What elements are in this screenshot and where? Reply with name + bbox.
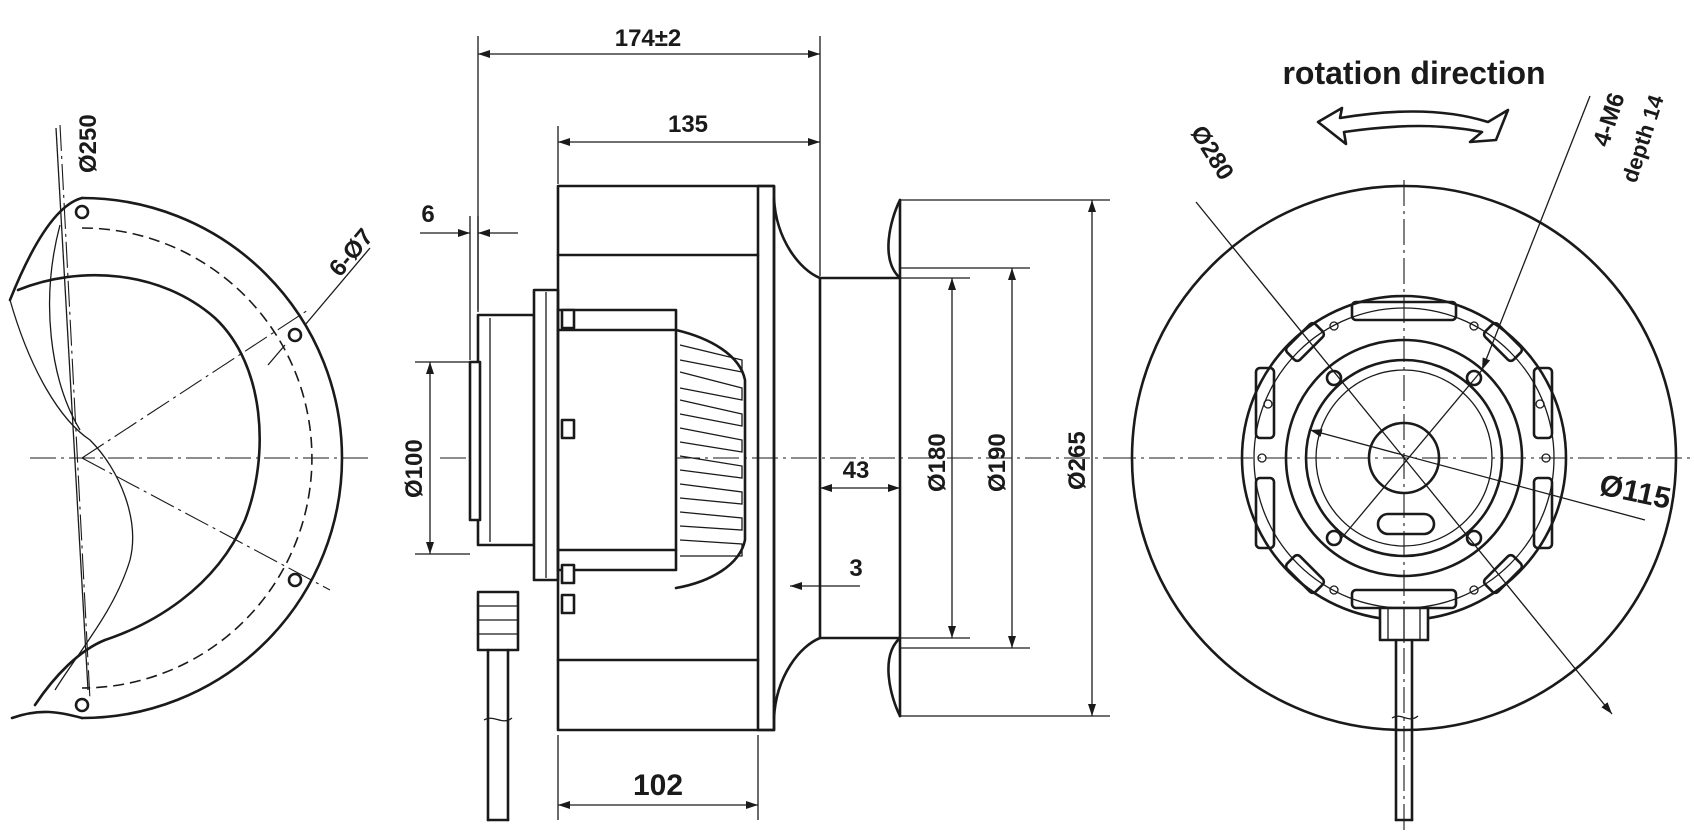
label-diameter-265: Ø265 <box>1064 431 1091 490</box>
label-flange-thickness: 6 <box>421 201 434 228</box>
label-diameter-100: Ø100 <box>401 439 428 498</box>
front-view <box>1110 95 1690 830</box>
label-inlet-depth: 43 <box>843 457 870 484</box>
label-diameter-190: Ø190 <box>984 433 1011 492</box>
label-overall-length: 174±2 <box>615 25 682 52</box>
label-gap: 3 <box>849 555 862 582</box>
label-impeller-height: 135 <box>668 111 708 138</box>
label-mounting-holes: 6-Ø7 <box>324 224 379 282</box>
label-motor-length: 102 <box>633 769 683 802</box>
side-view-dimensions <box>415 36 1110 820</box>
label-rotation-direction: rotation direction <box>1282 55 1545 91</box>
label-diameter-115: Ø115 <box>1597 469 1674 516</box>
label-diameter-280: Ø280 <box>1185 121 1239 185</box>
label-diameter-180: Ø180 <box>924 433 951 492</box>
label-thread-holes: 4-M6 <box>1588 89 1631 149</box>
left-flange-view <box>8 124 371 720</box>
label-diameter-250: Ø250 <box>75 114 102 173</box>
side-view <box>440 184 1120 822</box>
